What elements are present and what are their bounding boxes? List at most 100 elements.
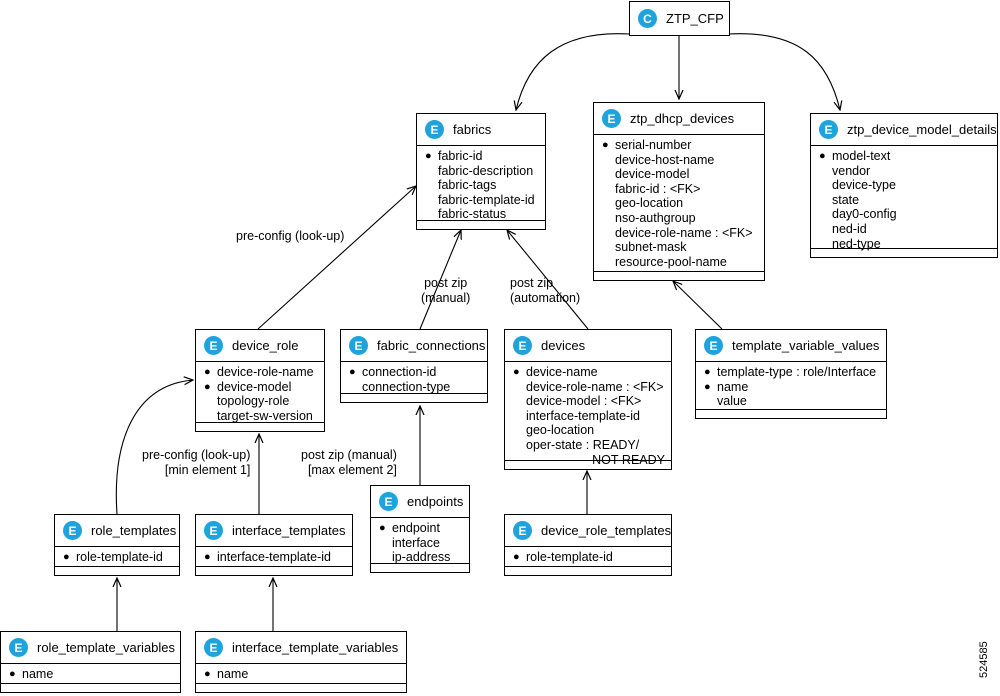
bullet-spacer bbox=[425, 164, 438, 179]
attribute-row: ●name bbox=[704, 380, 880, 395]
entity-badge-icon: E bbox=[704, 336, 723, 355]
attribute-text: geo-location bbox=[615, 196, 684, 211]
attribute-row: topology-role bbox=[204, 394, 318, 409]
attribute-text: template-type : role/Interface bbox=[717, 365, 877, 379]
entity-footer-divider bbox=[594, 271, 764, 272]
arrow-root-to-fabrics bbox=[516, 33, 631, 110]
attribute-row: ●model-text bbox=[819, 149, 991, 164]
label-preconfig-lookup: pre-config (look-up) bbox=[236, 229, 345, 243]
bullet-spacer bbox=[602, 196, 615, 211]
bullet-spacer bbox=[349, 380, 362, 395]
attribute-text: fabric-description bbox=[438, 163, 534, 178]
entity-footer-divider bbox=[505, 460, 671, 461]
attribute-text: fabric-template-id bbox=[438, 192, 535, 207]
label-post-zip-automation: post zip (automation) bbox=[510, 276, 580, 305]
attribute-row: interface bbox=[379, 536, 463, 551]
entity-title: devices bbox=[541, 338, 586, 353]
key-bullet-icon: ● bbox=[349, 366, 356, 378]
attribute-text: day0-config bbox=[832, 207, 897, 222]
attribute-text: name bbox=[217, 667, 249, 681]
attribute-row: ●interface-template-id bbox=[204, 550, 346, 565]
attribute-row: device-model : <FK> bbox=[513, 394, 665, 409]
label-post-zip-manual: post zip (manual) bbox=[421, 276, 470, 305]
attribute-text: endpoint bbox=[392, 521, 440, 535]
entity-badge-icon: E bbox=[204, 336, 223, 355]
attribute-row: fabric-template-id bbox=[425, 193, 539, 208]
attribute-text: oper-state : READY/ bbox=[526, 437, 640, 452]
attribute-row: resource-pool-name bbox=[602, 255, 758, 270]
entity-footer-divider bbox=[196, 683, 406, 684]
attribute-row: device-type bbox=[819, 178, 991, 193]
attribute-row: ip-address bbox=[379, 550, 463, 565]
bullet-spacer bbox=[819, 164, 832, 179]
entity-badge-icon: E bbox=[513, 336, 532, 355]
attribute-row: ●serial-number bbox=[602, 138, 758, 153]
entity-footer-divider bbox=[696, 409, 886, 410]
entity-footer-divider bbox=[196, 566, 352, 567]
bullet-spacer bbox=[602, 255, 615, 270]
attribute-row: value bbox=[704, 394, 880, 409]
label-line: [max element 2] bbox=[307, 462, 397, 477]
entity-title: fabrics bbox=[453, 122, 492, 137]
attribute-text: state bbox=[832, 192, 860, 207]
entity-badge-icon: E bbox=[349, 336, 368, 355]
bullet-spacer bbox=[513, 409, 526, 424]
entity-badge-icon: E bbox=[602, 109, 621, 128]
entity-footer-divider bbox=[196, 422, 324, 423]
bullet-spacer bbox=[602, 153, 615, 168]
attribute-text: ned-type bbox=[832, 236, 881, 251]
entity-badge-icon: E bbox=[9, 638, 28, 657]
bullet-spacer bbox=[204, 394, 217, 409]
bullet-spacer bbox=[704, 394, 717, 409]
attribute-text: device-role-name : <FK> bbox=[615, 225, 753, 240]
attribute-text: device-model : <FK> bbox=[526, 394, 642, 409]
entity-title: role_templates bbox=[91, 523, 177, 538]
attribute-row: NOT-READY bbox=[513, 453, 665, 468]
attribute-row: ●connection-id bbox=[349, 365, 481, 380]
bullet-spacer bbox=[513, 380, 526, 395]
attribute-row: subnet-mask bbox=[602, 240, 758, 255]
key-bullet-icon: ● bbox=[819, 150, 826, 162]
bullet-spacer bbox=[602, 240, 615, 255]
entity-badge-icon: E bbox=[63, 521, 82, 540]
entity-footer-divider bbox=[371, 563, 469, 564]
attribute-row: ned-type bbox=[819, 237, 991, 252]
attribute-list: ●role-template-id bbox=[55, 547, 179, 569]
entity-title: endpoints bbox=[407, 494, 464, 509]
attribute-row: fabric-id : <FK> bbox=[602, 182, 758, 197]
label-post-zip-manual-max-element: post zip (manual) [max element 2] bbox=[301, 448, 397, 477]
entity-ztp-cfp[interactable]: C ZTP_CFP bbox=[629, 1, 730, 36]
attribute-text: device-role-name bbox=[217, 365, 314, 379]
attribute-text: nso-authgroup bbox=[615, 210, 696, 225]
attribute-text: device-name bbox=[526, 365, 598, 379]
arrow-device-role-to-fabrics bbox=[257, 186, 416, 330]
bullet-spacer bbox=[425, 193, 438, 208]
arrow-root-to-ztp-device-model-details bbox=[727, 33, 840, 110]
attribute-row: nso-authgroup bbox=[602, 211, 758, 226]
attribute-row: ●template-type : role/Interface bbox=[704, 365, 880, 380]
attribute-text: subnet-mask bbox=[615, 240, 687, 255]
